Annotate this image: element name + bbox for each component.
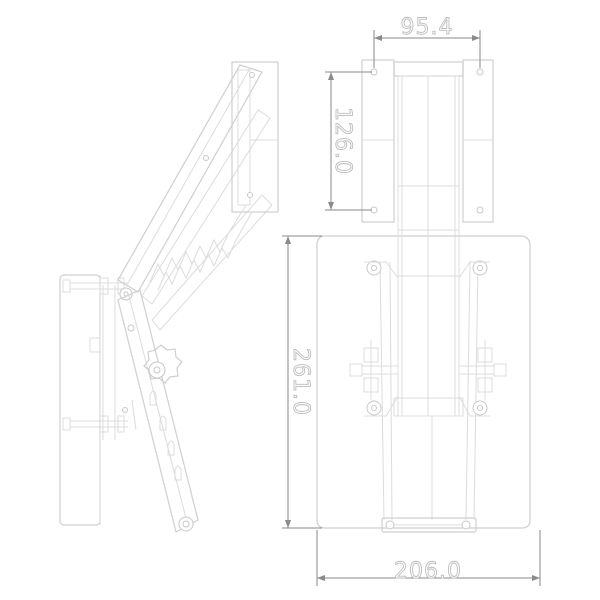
- lower-mount-bolt: [62, 415, 128, 433]
- side-view: [59, 61, 279, 533]
- dimension-bracket-height: [325, 71, 372, 211]
- dimension-top-width: [373, 30, 481, 68]
- front-view: [316, 59, 531, 533]
- upper-mount-bolt: [62, 277, 128, 295]
- gas-spring: [149, 204, 253, 291]
- dimension-plate-width: [316, 530, 541, 586]
- dim-label-plate-width: 206.0: [394, 559, 462, 584]
- left-clamp-bolt: [349, 340, 398, 400]
- dim-label-top-width: 95.4: [401, 15, 454, 40]
- dimension-plate-height: [282, 235, 322, 529]
- dim-label-plate-height: 261.0: [288, 348, 313, 416]
- lock-knob: [143, 344, 183, 384]
- bottom-hinge-pin: [381, 517, 477, 533]
- right-clamp-bolt: [459, 340, 507, 400]
- dim-label-bracket-height: 126.0: [330, 107, 355, 175]
